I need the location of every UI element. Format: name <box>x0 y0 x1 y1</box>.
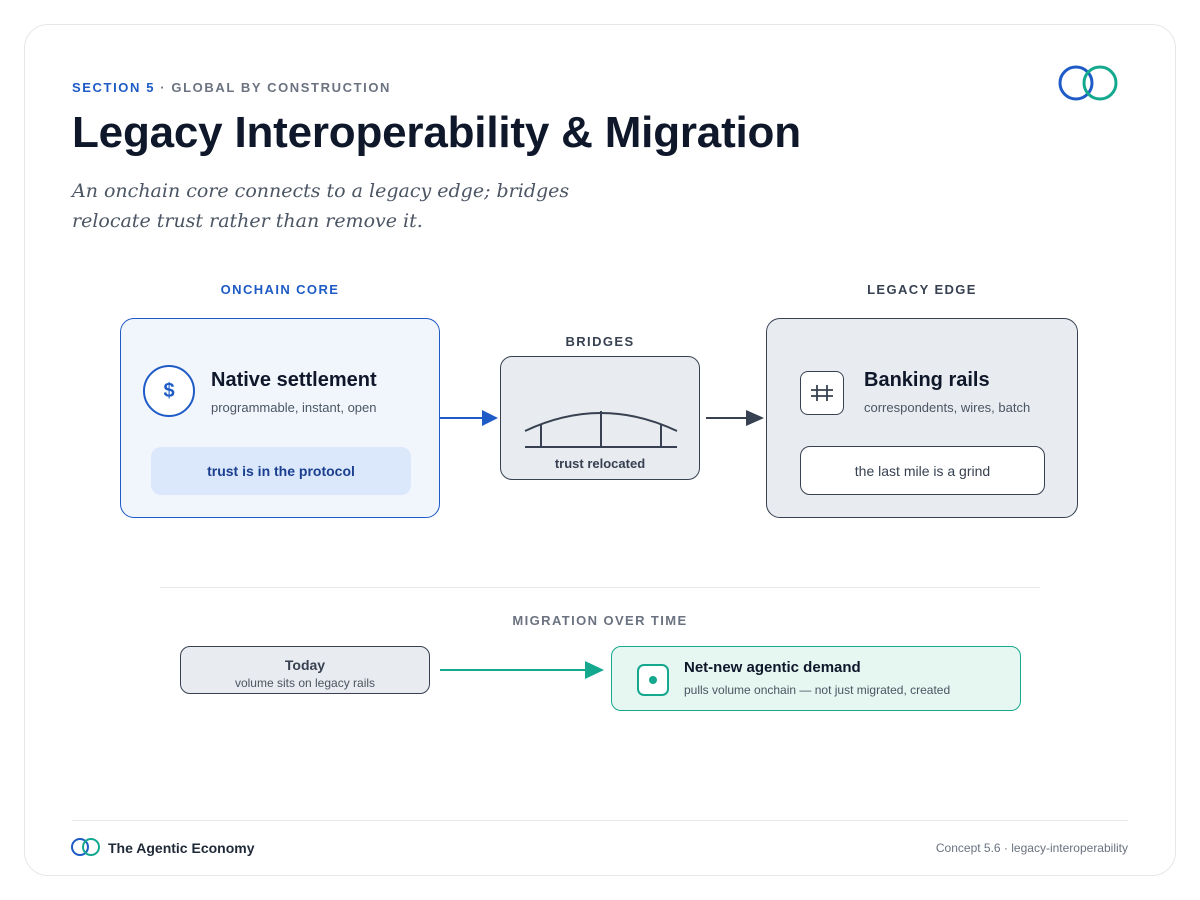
native-settlement-subtitle: programmable, instant, open <box>211 400 377 415</box>
footer-concept-id: Concept 5.6 · legacy-interoperability <box>935 841 1128 855</box>
section-eyebrow: SECTION 5 · GLOBAL BY CONSTRUCTION <box>72 80 391 95</box>
agentic-demand-box: Net-new agentic demand pulls volume onch… <box>611 646 1021 711</box>
banking-rails-title: Banking rails <box>864 369 990 391</box>
today-subtitle: volume sits on legacy rails <box>234 676 376 690</box>
section-number: SECTION 5 <box>72 80 156 95</box>
legacy-edge-label: LEGACY EDGE <box>867 282 977 297</box>
legacy-edge-box: Banking rails correspondents, wires, bat… <box>766 318 1078 518</box>
agentic-demand-subtitle: pulls volume onchain — not just migrated… <box>684 683 951 697</box>
onchain-core-box: $ Native settlement programmable, instan… <box>120 318 440 518</box>
section-divider <box>160 587 1040 588</box>
arrow-core-to-bridges <box>440 410 498 426</box>
last-mile-pill: the last mile is a grind <box>800 446 1045 495</box>
bridges-box: trust relocated <box>500 356 700 480</box>
onchain-core-label: ONCHAIN CORE <box>220 282 340 297</box>
arrow-bridges-to-edge <box>706 410 764 426</box>
migration-label: MIGRATION OVER TIME <box>512 613 688 628</box>
dollar-icon: $ <box>143 365 195 417</box>
bridge-icon <box>524 411 678 448</box>
rails-icon <box>800 371 844 415</box>
footer-brand: The Agentic Economy <box>108 840 255 856</box>
native-settlement-title: Native settlement <box>211 369 377 391</box>
section-name: GLOBAL BY CONSTRUCTION <box>171 80 392 95</box>
trust-relocated-caption: trust relocated <box>554 456 646 471</box>
today-title: Today <box>284 657 326 673</box>
page-subtitle: An onchain core connects to a legacy edg… <box>72 180 570 232</box>
page-title: Legacy Interoperability & Migration <box>72 108 801 157</box>
brand-logo-icon <box>1056 62 1120 109</box>
agentic-demand-title: Net-new agentic demand <box>684 659 861 676</box>
migration-arrow <box>440 661 604 679</box>
target-dot-icon <box>637 664 669 696</box>
today-box: Today volume sits on legacy rails <box>180 646 430 694</box>
footer-logo-icon <box>70 837 102 862</box>
banking-rails-subtitle: correspondents, wires, batch <box>864 400 1031 415</box>
footer-divider <box>72 820 1128 821</box>
trust-protocol-pill: trust is in the protocol <box>151 447 411 495</box>
section-separator: · <box>160 80 167 95</box>
bridges-label: BRIDGES <box>565 334 635 349</box>
